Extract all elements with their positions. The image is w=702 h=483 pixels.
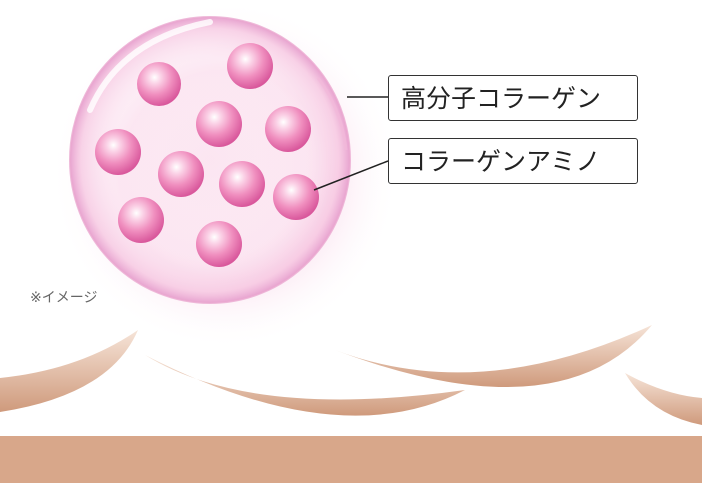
amino-bead [273,174,319,220]
collagen-amino-label: コラーゲンアミノ [388,138,638,184]
amino-bead [196,101,242,147]
amino-bead [137,62,181,106]
amino-bead [158,151,204,197]
amino-bead [219,161,265,207]
amino-bead [196,221,242,267]
amino-bead [118,197,164,243]
high-molecular-collagen-label: 高分子コラーゲン [388,75,638,121]
amino-bead [227,43,273,89]
amino-bead [95,129,141,175]
image-note: ※イメージ [30,290,98,306]
callout-line-amino [313,160,389,191]
high-molecular-collagen-text: 高分子コラーゲン [401,83,602,113]
amino-beads [95,43,319,267]
skin-layer [0,325,702,483]
collagen-amino-text: コラーゲンアミノ [401,146,601,176]
amino-bead [265,106,311,152]
